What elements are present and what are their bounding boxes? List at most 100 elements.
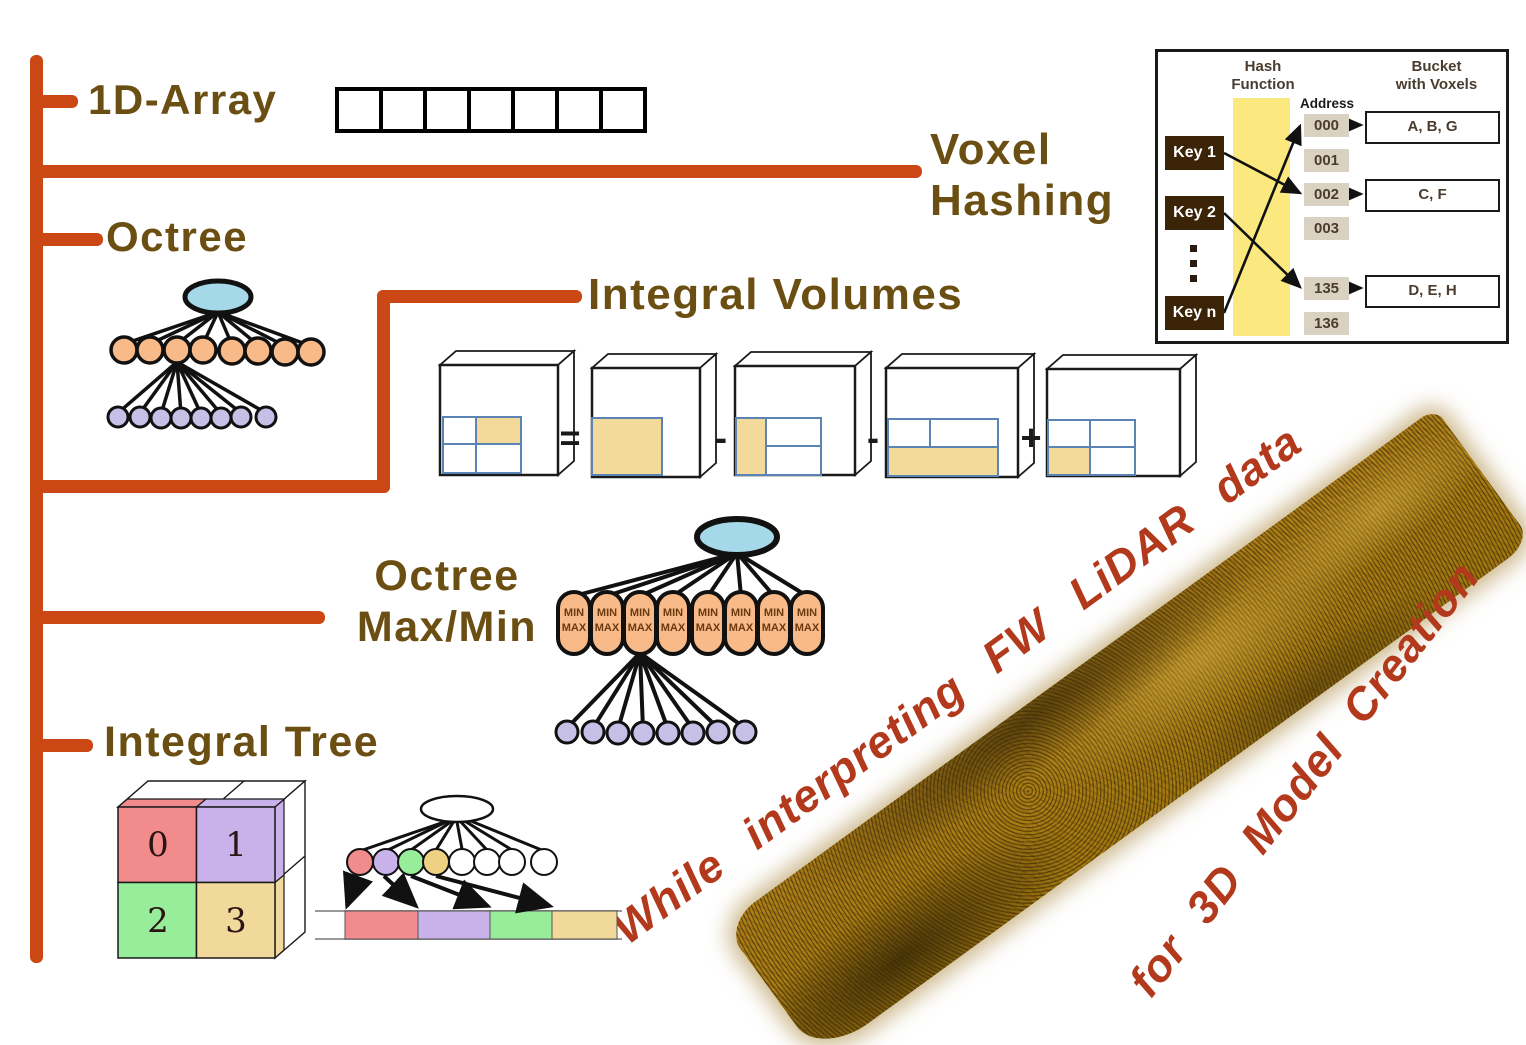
minmax-node: MIN MAX <box>723 590 759 656</box>
volume-operator: - <box>715 417 727 458</box>
minmax-node-label: MIN <box>797 607 817 619</box>
octree-leaf-nodes <box>106 405 278 430</box>
minmax-node-label: MAX <box>562 622 587 634</box>
minmax-node-label: MIN <box>630 607 650 619</box>
hash-header-line1: Hash <box>1244 58 1282 75</box>
quad-cube: 0 1 2 3 <box>116 779 307 960</box>
minmax-node: MIN MAX <box>556 590 592 656</box>
label-octree: Octree <box>106 213 249 260</box>
minmax-node-label: MAX <box>595 622 620 634</box>
address-cell: 001 <box>1304 149 1349 172</box>
label-voxel-line2: Hashing <box>930 176 1115 225</box>
quad-1-label: 1 <box>225 825 247 865</box>
minmax-node-label: MIN <box>663 607 683 619</box>
key-box: Key 1 <box>1165 136 1224 170</box>
volume-box-a <box>589 352 719 479</box>
bucket-box: C, F <box>1365 179 1500 212</box>
integral-tree-root <box>419 794 495 824</box>
spine-vertical <box>30 55 43 963</box>
key-ellipsis-dot <box>1190 260 1197 267</box>
minmax-node-label: MAX <box>729 622 754 634</box>
key-box: Key 2 <box>1165 196 1224 230</box>
octree-child-nodes <box>109 335 326 367</box>
label-integral-volumes: Integral Volumes <box>588 270 964 319</box>
octree-diagram <box>106 278 326 430</box>
bucket-box: D, E, H <box>1365 275 1500 308</box>
address-cell: 002 <box>1304 183 1349 206</box>
minmax-node-label: MAX <box>661 622 686 634</box>
address-cell: 136 <box>1304 312 1349 335</box>
branch-integral-tree <box>30 739 93 752</box>
integral-tree-arrows <box>342 870 554 914</box>
volume-operator: - <box>867 417 879 458</box>
label-1d-array: 1D-Array <box>88 76 278 123</box>
minmax-node: MIN MAX <box>655 590 691 656</box>
bucket-box: A, B, G <box>1365 111 1500 144</box>
address-cell: 003 <box>1304 217 1349 240</box>
maxmin-root-node <box>694 516 780 558</box>
integral-tree-diagram: 0 1 2 3 <box>116 779 622 960</box>
branch-integral-volumes-bottom <box>30 480 390 493</box>
volume-box-b <box>732 350 874 477</box>
array-cell <box>379 87 427 133</box>
array-cell <box>555 87 603 133</box>
address-cell: 000 <box>1304 114 1349 137</box>
key-ellipsis-dot <box>1190 245 1197 252</box>
label-octree-maxmin: Octree Max/Min <box>322 551 572 653</box>
bucket-header-line2: with Voxels <box>1395 76 1478 93</box>
quad-3-label: 3 <box>225 901 247 941</box>
branch-1d-array <box>30 95 78 108</box>
branch-octree <box>30 233 103 246</box>
octree-maxmin-diagram: MINMAXMINMAXMINMAXMINMAXMINMAXMINMAXMINM… <box>554 516 825 746</box>
address-cell: 135 <box>1304 277 1349 300</box>
array-cell <box>467 87 515 133</box>
minmax-node-label: MAX <box>696 622 721 634</box>
bucket-header: Bucket with Voxels <box>1369 58 1504 94</box>
hash-header-line2: Function <box>1231 76 1295 93</box>
integral-tree-children <box>346 848 558 876</box>
volume-operator: = <box>559 417 580 458</box>
maxmin-leaf-nodes <box>554 719 758 746</box>
octree-edges <box>116 310 312 416</box>
label-octree-maxmin-line2: Max/Min <box>356 603 538 651</box>
integral-volumes-diagram: =--+ <box>437 349 1199 479</box>
quad-0-label: 0 <box>147 825 169 865</box>
bucket-header-line1: Bucket <box>1411 58 1462 75</box>
volume-box-c <box>883 352 1037 479</box>
branch-integral-volumes-vertical <box>377 290 390 493</box>
array-cell <box>335 87 383 133</box>
label-integral-tree: Integral Tree <box>104 718 380 766</box>
minmax-node-label: MIN <box>564 607 584 619</box>
minmax-node-label: MIN <box>764 607 784 619</box>
array-1d <box>335 87 647 133</box>
label-octree-maxmin-line1: Octree <box>374 552 520 600</box>
volume-operators: =--+ <box>559 417 1041 458</box>
array-cell <box>511 87 559 133</box>
octree-root-node <box>182 278 254 316</box>
minmax-node-label: MAX <box>795 622 820 634</box>
voxel-hashing-diagram: Hash Function Bucket with Voxels Address <box>1155 49 1509 344</box>
array-cell <box>599 87 647 133</box>
key-box: Key n <box>1165 296 1224 330</box>
hash-arrows <box>1222 115 1364 314</box>
integral-tree-edges <box>359 817 545 853</box>
volume-box-d <box>1044 353 1199 478</box>
branch-voxel-hashing <box>30 165 922 178</box>
label-voxel-hashing: Voxel Hashing <box>930 124 1114 226</box>
maxmin-nodes: MINMAXMINMAXMINMAXMINMAXMINMAXMINMAXMINM… <box>556 590 825 656</box>
maxmin-edges <box>565 551 809 731</box>
label-voxel-line1: Voxel <box>930 125 1052 174</box>
address-label: Address <box>1299 96 1355 111</box>
hash-function-header: Hash Function <box>1208 58 1318 94</box>
minmax-node: MIN MAX <box>789 590 825 656</box>
branch-integral-volumes-top <box>377 290 582 303</box>
volume-box-result <box>437 349 577 477</box>
quad-2-label: 2 <box>147 901 169 941</box>
minmax-node-label: MIN <box>731 607 751 619</box>
hash-function-band <box>1233 98 1290 336</box>
